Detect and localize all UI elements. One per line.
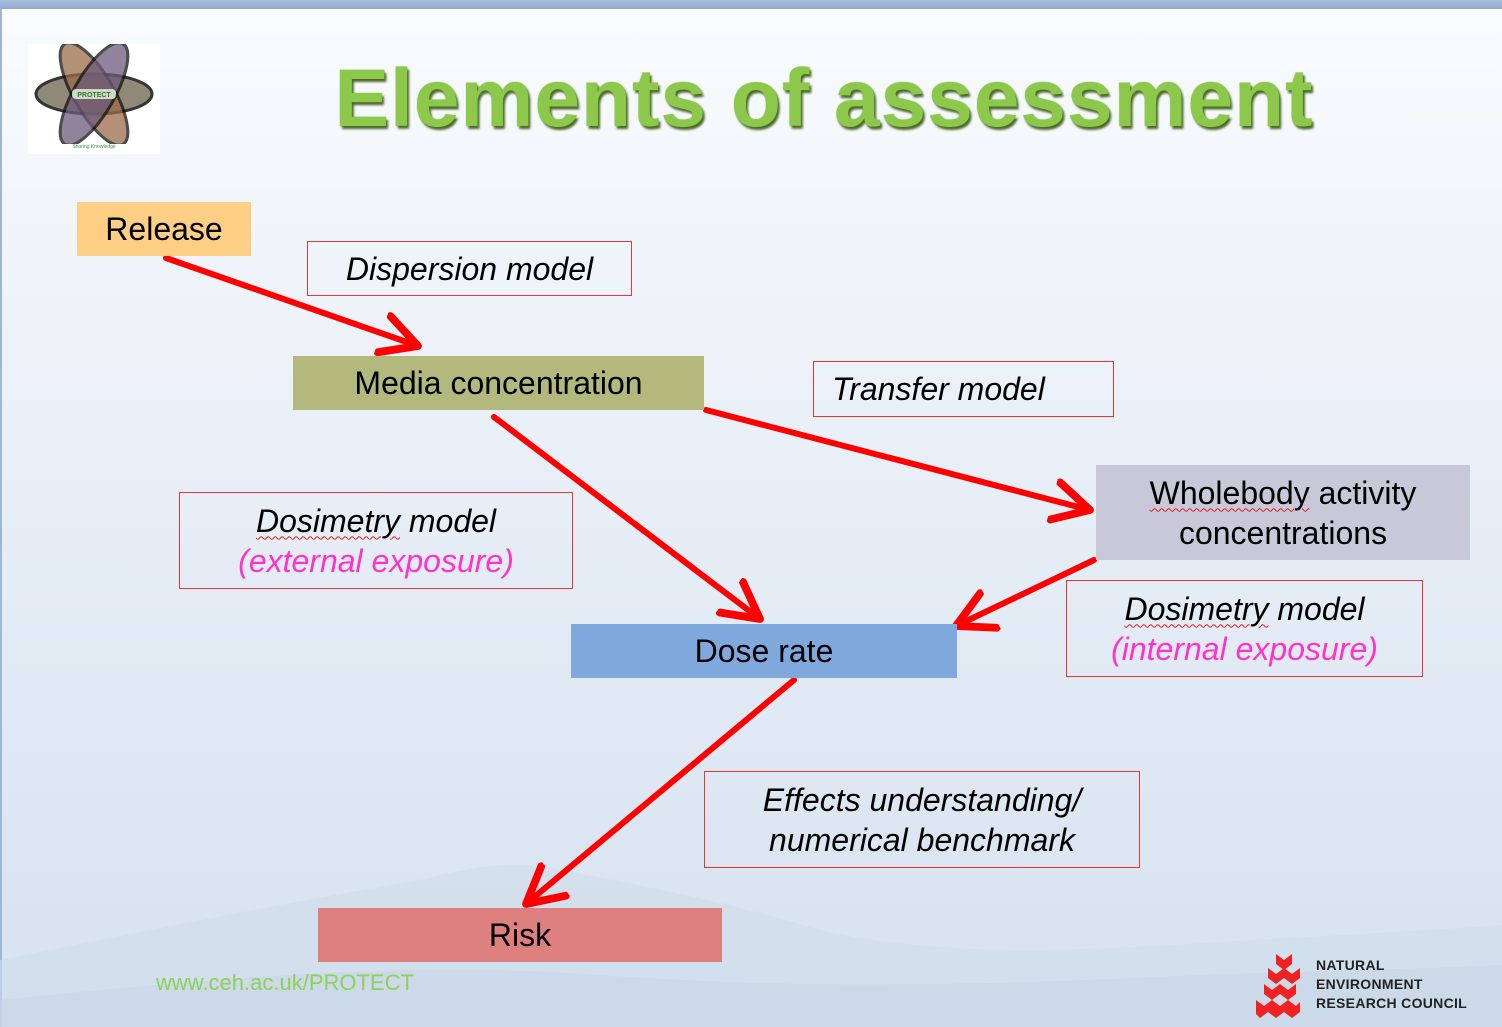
nerc-emblem-icon xyxy=(1256,954,1300,1018)
label-dos-int-line2: (internal exposure) xyxy=(1111,630,1378,667)
label-dosimetry-external: Dosimetry model (external exposure) xyxy=(179,492,573,589)
slide-top-border xyxy=(0,0,1502,9)
atom-logo-icon: PROTECT xyxy=(34,41,154,147)
label-dispersion-model: Dispersion model xyxy=(307,241,632,296)
label-dispersion-text: Dispersion model xyxy=(345,250,594,287)
label-dos-ext-line2: (external exposure) xyxy=(238,542,514,579)
nerc-line3: RESEARCH COUNCIL xyxy=(1316,995,1468,1011)
node-release: Release xyxy=(77,202,251,256)
slide-left-border xyxy=(0,9,2,1027)
nerc-line2: ENVIRONMENT xyxy=(1316,976,1423,992)
nerc-line1: NATURAL xyxy=(1316,957,1385,973)
label-dos-int-line1: Dosimetry model xyxy=(1124,590,1365,627)
label-effects-line1: Effects understanding/ xyxy=(762,781,1082,818)
node-dose-label: Dose rate xyxy=(694,633,834,669)
slide-title: Elements of assessment xyxy=(334,53,1314,144)
footer-url[interactable]: www.ceh.ac.uk/PROTECT xyxy=(156,970,414,995)
svg-text:PROTECT: PROTECT xyxy=(77,92,111,99)
wholebody-rest: activity xyxy=(1309,474,1417,511)
dosimetry-word: Dosimetry xyxy=(1124,590,1269,627)
node-wholebody-line2: concentrations xyxy=(1178,514,1388,551)
node-wholebody-line1: Wholebody activity xyxy=(1150,473,1417,513)
nerc-logo: NATURAL ENVIRONMENT RESEARCH COUNCIL xyxy=(1254,952,1494,1018)
node-wholebody-activity: Wholebody activity concentrations xyxy=(1096,465,1470,560)
node-release-label: Release xyxy=(105,211,223,247)
wholebody-word: Wholebody xyxy=(1149,474,1310,511)
logo-caption: Sharing Knowledge xyxy=(72,144,116,150)
node-risk-label: Risk xyxy=(488,917,552,953)
dosimetry-word: Dosimetry xyxy=(255,502,400,539)
label-effects-benchmark: Effects understanding/ numerical benchma… xyxy=(704,771,1140,868)
node-media-label: Media concentration xyxy=(354,365,643,401)
label-dosimetry-internal: Dosimetry model (internal exposure) xyxy=(1066,580,1423,677)
label-transfer-text: Transfer model xyxy=(832,371,1045,407)
label-dos-ext-line1: Dosimetry model xyxy=(255,502,497,539)
node-dose-rate: Dose rate xyxy=(571,624,957,678)
node-media-concentration: Media concentration xyxy=(293,356,704,410)
nerc-text: NATURAL ENVIRONMENT RESEARCH COUNCIL xyxy=(1316,956,1467,1013)
node-risk: Risk xyxy=(318,908,722,962)
protect-logo: PROTECT Sharing Knowledge xyxy=(28,41,160,154)
label-transfer-model: Transfer model xyxy=(813,361,1114,417)
label-effects-line2: numerical benchmark xyxy=(769,821,1075,858)
